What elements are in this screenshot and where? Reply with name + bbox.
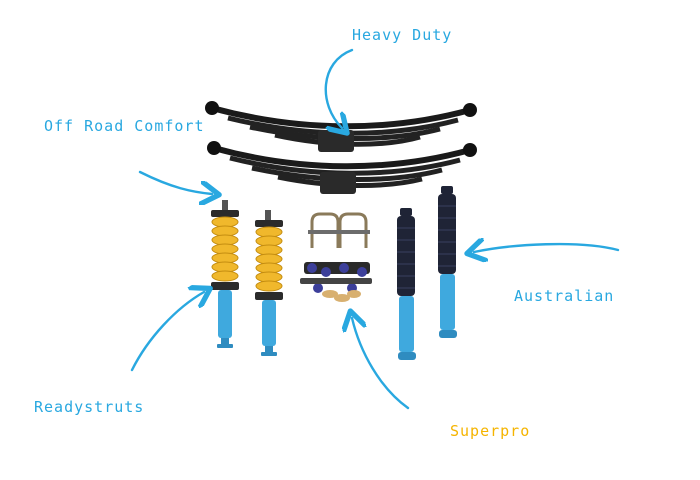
arrow-off-road-comfort [138, 170, 212, 194]
superpro-bushes [300, 262, 372, 302]
australian-label: Australian [514, 287, 615, 305]
readystrut-left [211, 200, 239, 348]
australian-shock-left [397, 208, 416, 360]
superpro-ubolts [308, 212, 370, 248]
australian-shock-right [438, 186, 457, 338]
readystrut-right [255, 210, 283, 356]
arrow-australian [474, 244, 620, 252]
superpro-label: Superpro [450, 422, 531, 440]
heavy-duty-label: Heavy Duty [352, 26, 453, 44]
arrow-superpro [352, 318, 410, 410]
off-road-comfort-label: Off Road Comfort [44, 117, 205, 135]
leaf-spring-lower [207, 141, 477, 194]
arrow-readystruts [130, 292, 204, 372]
arrow-heavy-duty [324, 48, 354, 128]
readystruts-label: Readystruts [34, 398, 145, 416]
